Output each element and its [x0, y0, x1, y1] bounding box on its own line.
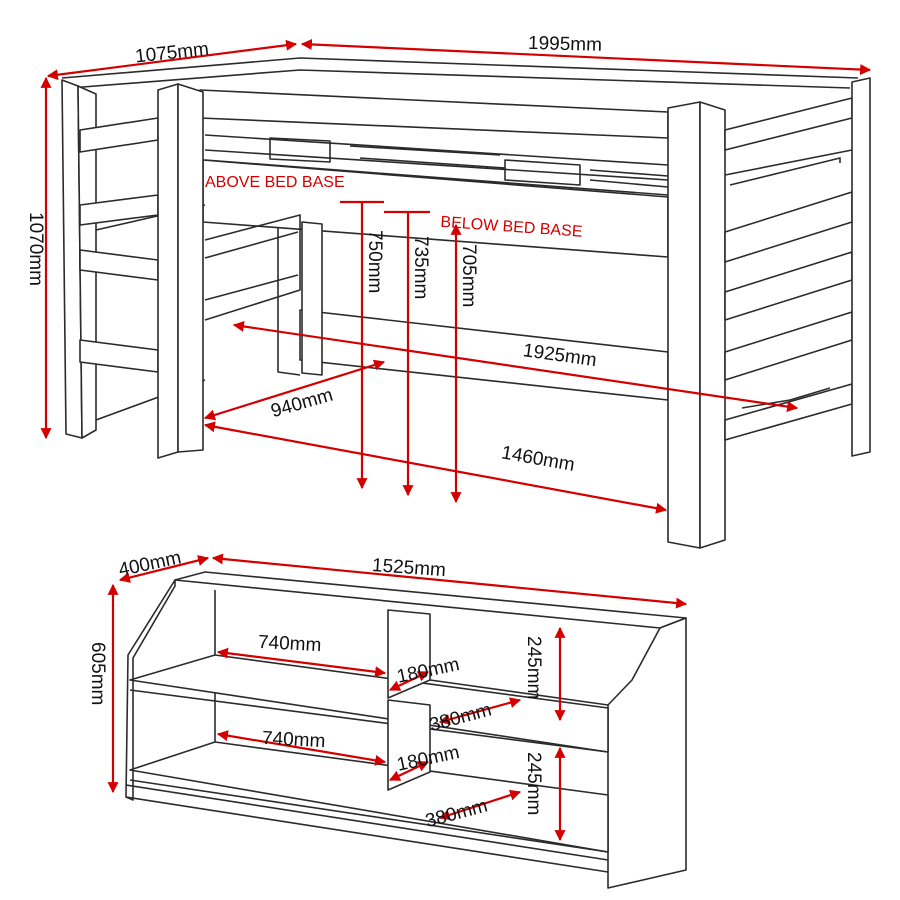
- divider-top-arrow: [389, 671, 429, 691]
- opening-width-label: 1460mm: [500, 442, 576, 476]
- shelf-bottom-width-label: 740mm: [261, 728, 325, 752]
- inner-depth-arrow: [203, 359, 386, 421]
- bed-dimensions: [40, 38, 872, 514]
- bed-depth-arrow: [46, 39, 298, 81]
- cubby-top-depth-arrow: [438, 697, 522, 725]
- h735-label: 735mm: [410, 236, 431, 299]
- above-bed-base-label: ABOVE BED BASE: [205, 174, 345, 191]
- bed-length-label: 1995mm: [528, 33, 602, 56]
- divider-bottom-arrow: [389, 761, 429, 781]
- shelf-bottom-width-arrow: [216, 730, 387, 766]
- desk-depth-arrow: [118, 555, 210, 583]
- h750-label: 750mm: [364, 230, 385, 293]
- ladder-end: [61, 79, 301, 439]
- desk-depth-label: 400mm: [117, 547, 183, 581]
- h705-label: 705mm: [458, 244, 479, 307]
- desk-shelf-drawing: [125, 571, 687, 889]
- desk-length-arrow: [211, 553, 688, 609]
- cubby-top-height-label: 245mm: [523, 636, 544, 699]
- shelf-top-width-arrow: [216, 647, 387, 678]
- inner-depth-label: 940mm: [269, 385, 336, 423]
- desk-length-label: 1525mm: [371, 555, 446, 581]
- cubby-bottom-height-label: 245mm: [523, 752, 544, 815]
- opening-width-arrow: [203, 421, 668, 514]
- cubby-bottom-depth-arrow: [438, 789, 522, 821]
- bed-depth-label: 1075mm: [134, 39, 210, 68]
- shelf-top-width-label: 740mm: [257, 632, 321, 656]
- inner-length-arrow: [232, 321, 799, 412]
- bed-height-label: 1070mm: [25, 212, 46, 286]
- right-end-rails: [724, 97, 853, 441]
- bed-length-arrow: [300, 38, 872, 76]
- desk-dimensions: [107, 553, 688, 842]
- desk-height-label: 605mm: [87, 642, 108, 705]
